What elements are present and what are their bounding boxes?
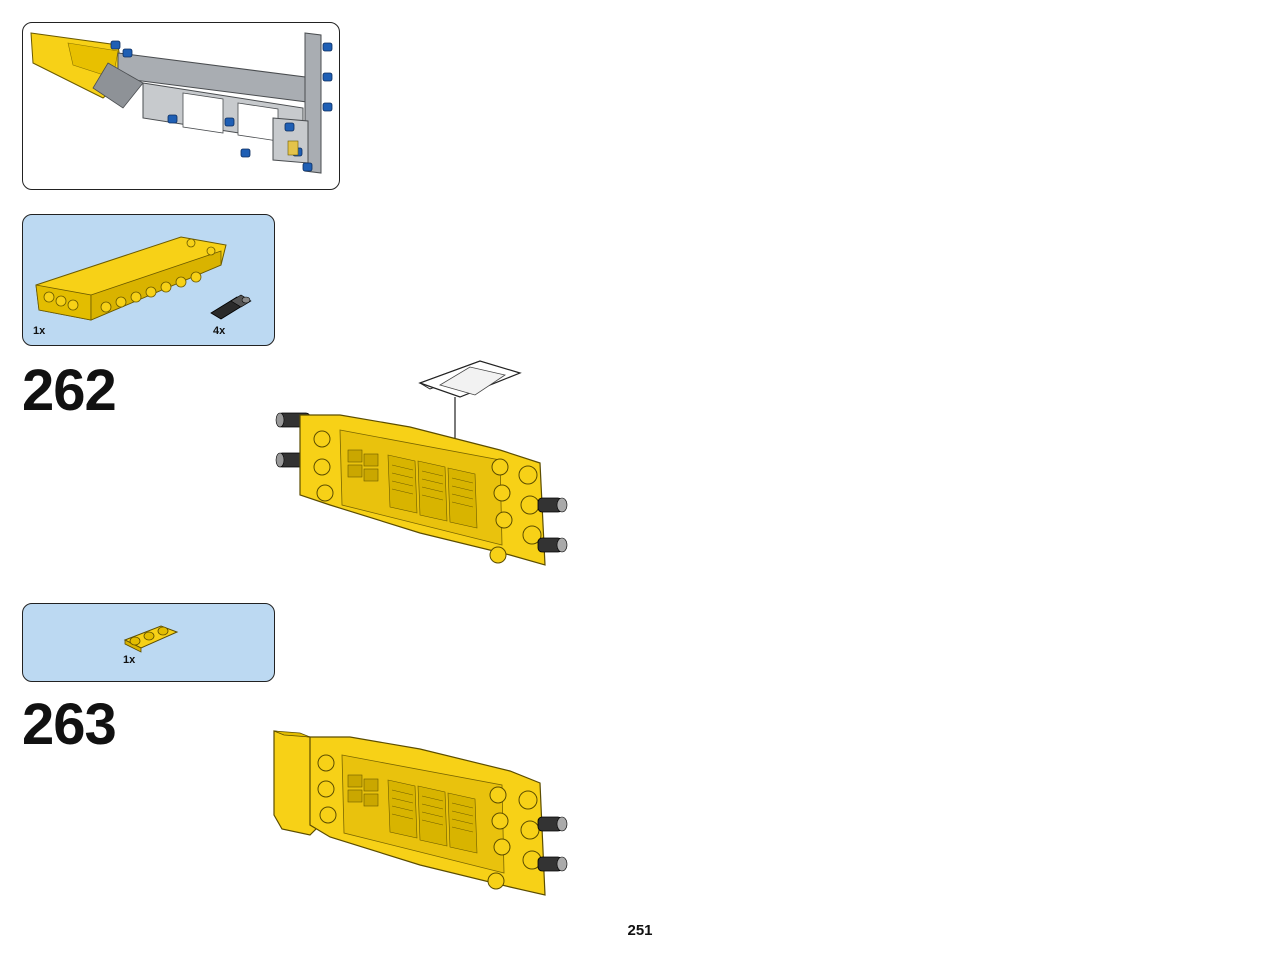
subassembly-illustration	[30, 32, 333, 174]
step-number-263: 263	[22, 692, 117, 757]
step-263-illustration	[273, 730, 568, 896]
step-262-illustration	[275, 360, 568, 566]
subassembly-preview	[22, 22, 340, 190]
part-qty-yellow-beam-3: 1x	[123, 654, 136, 666]
black-axle-pin-part	[210, 294, 252, 320]
yellow-beam-3-part	[123, 625, 179, 653]
part-qty-yellow-panel: 1x	[33, 325, 46, 337]
part-qty-black-axle-pin: 4x	[213, 325, 226, 337]
page-number: 251	[627, 922, 653, 939]
yellow-panel-part	[35, 236, 227, 321]
parts-list-step-262: 1x 4x	[22, 214, 275, 346]
parts-list-step-263: 1x	[22, 603, 275, 682]
step-number-262: 262	[22, 358, 117, 423]
